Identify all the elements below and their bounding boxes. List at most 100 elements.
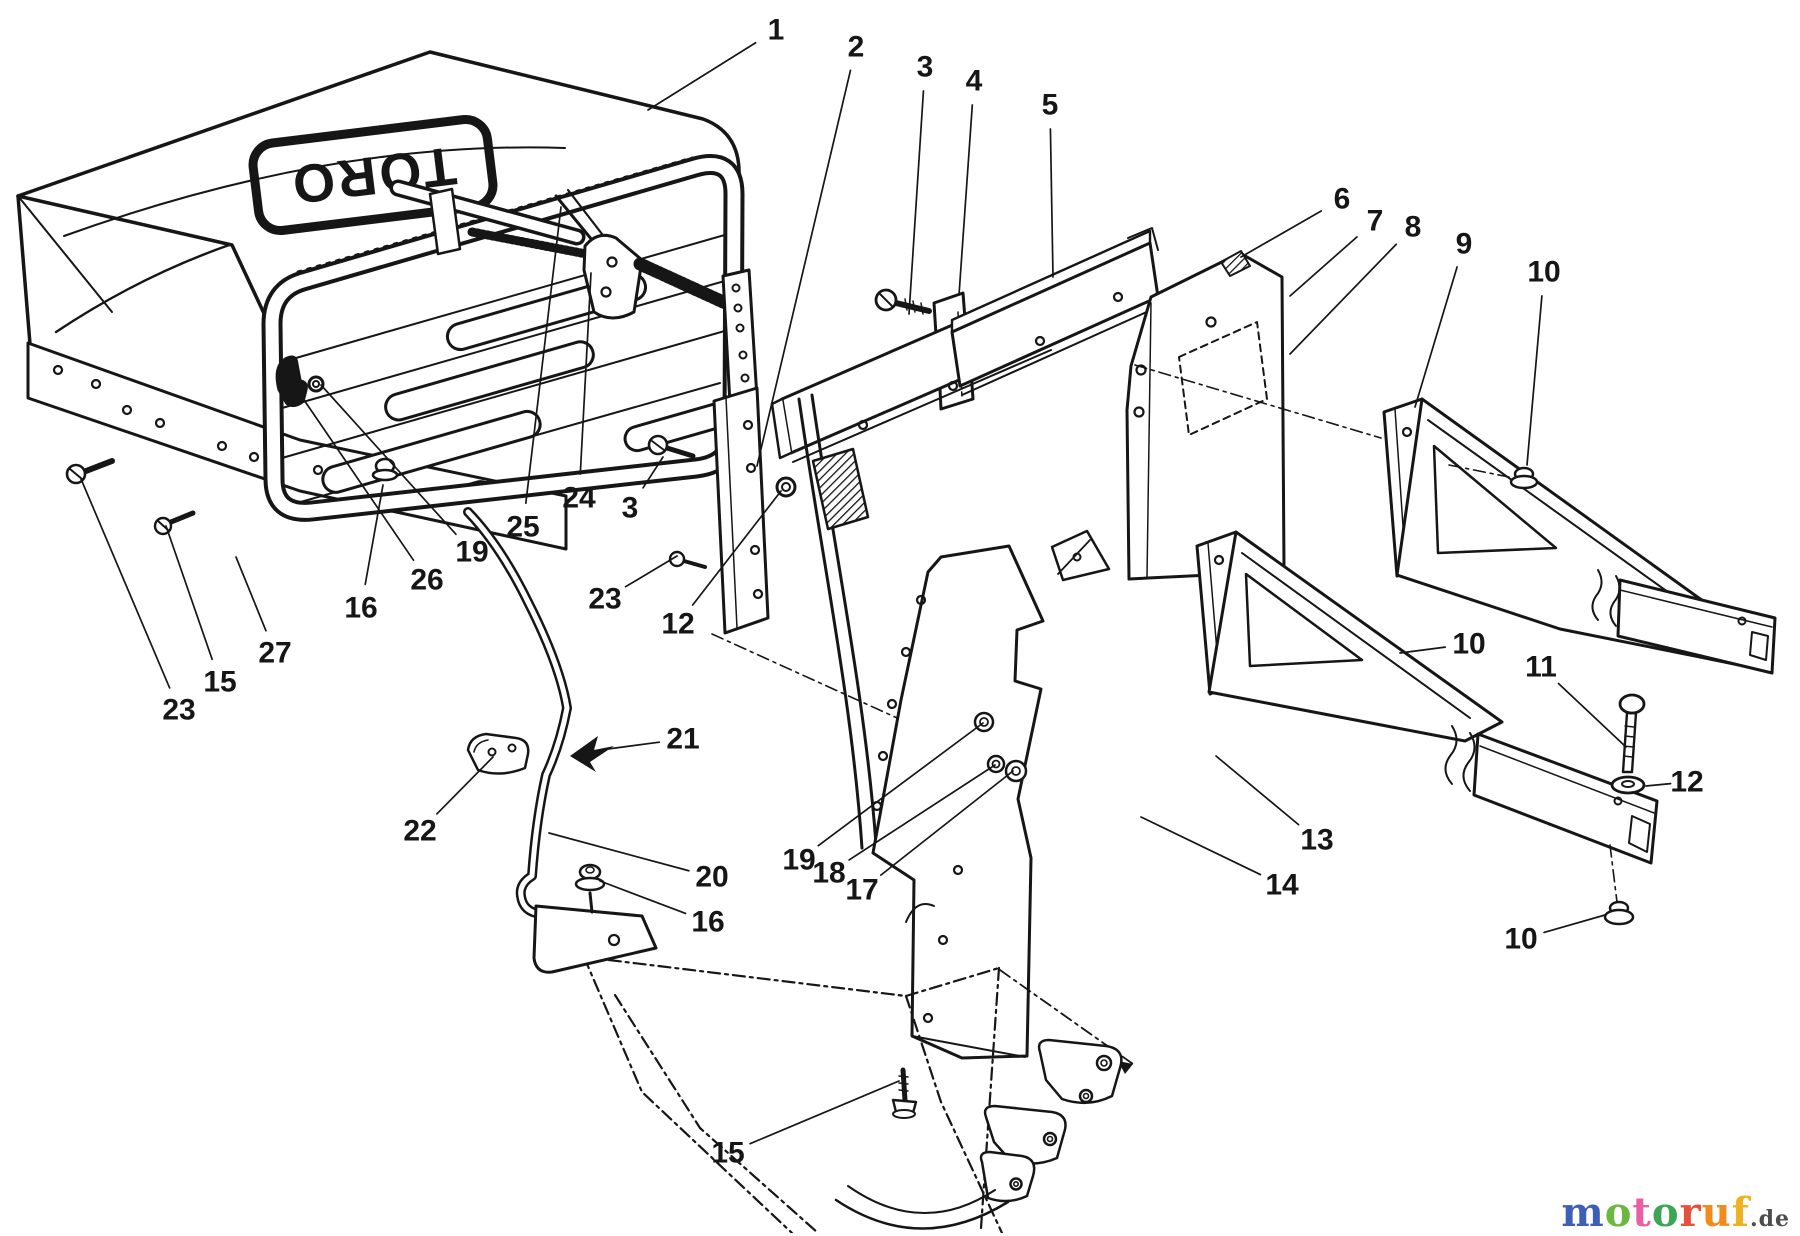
leader-line-12 bbox=[1645, 782, 1672, 787]
leader-line-4 bbox=[958, 104, 974, 296]
mount-bracket-2-holes bbox=[742, 419, 764, 600]
bracket9-tube-end bbox=[1749, 631, 1769, 661]
callout-10: 10 bbox=[1527, 256, 1560, 289]
bag-left-edge bbox=[16, 194, 32, 346]
aframe-arc-cutout bbox=[905, 903, 935, 923]
handle-tube-core bbox=[393, 183, 582, 242]
screw-23b bbox=[668, 550, 707, 569]
flange-nut-10c bbox=[1603, 900, 1635, 926]
callout-21: 21 bbox=[666, 723, 699, 756]
callout-10: 10 bbox=[1452, 628, 1485, 661]
leader-line-15 bbox=[165, 525, 213, 661]
align-line-bracket2-chute bbox=[711, 633, 907, 723]
callout-6: 6 bbox=[1334, 183, 1351, 216]
bracket13-break bbox=[1444, 725, 1476, 792]
frame-corner-bracket bbox=[721, 268, 759, 406]
callout-10: 10 bbox=[1504, 923, 1537, 956]
rod-clip-21 bbox=[570, 736, 614, 772]
support-channel-rear bbox=[950, 227, 1161, 396]
flange-bolt-15 bbox=[153, 510, 196, 536]
callout-26: 26 bbox=[410, 564, 443, 597]
watermark-letter: r bbox=[1679, 1189, 1702, 1236]
bracket13-tube bbox=[1472, 732, 1659, 865]
frame-seam-dots bbox=[296, 156, 694, 274]
callout-19: 19 bbox=[782, 844, 815, 877]
washer-12-hole bbox=[781, 482, 791, 492]
bracket22-hole-b bbox=[507, 743, 517, 753]
leader-line-25 bbox=[524, 206, 562, 505]
callout-13: 13 bbox=[1300, 824, 1333, 857]
rod-base-plate-hole bbox=[607, 933, 621, 947]
callout-9: 9 bbox=[1456, 228, 1473, 261]
leader-line-23 bbox=[624, 555, 678, 588]
align-line-nut10 bbox=[1448, 464, 1510, 478]
watermark-letter: o bbox=[1604, 1189, 1633, 1236]
rod-bracket-22 bbox=[466, 732, 530, 775]
bracket9-tube-edge bbox=[1619, 589, 1773, 628]
bag-frame-tube-inner bbox=[265, 158, 741, 518]
callout-3: 3 bbox=[917, 51, 934, 84]
flange-bolt-23 bbox=[65, 458, 115, 485]
nut-18-target bbox=[986, 754, 1006, 774]
callout-3: 3 bbox=[622, 492, 639, 525]
clamp-hole-b bbox=[600, 286, 612, 298]
callout-18: 18 bbox=[812, 857, 845, 890]
hitch-bracket-upper bbox=[1134, 364, 1777, 675]
mount-bracket-2 bbox=[712, 386, 770, 635]
callout-16: 16 bbox=[344, 592, 377, 625]
rod-base-plate bbox=[532, 904, 658, 974]
lower-chute-dashed bbox=[582, 955, 1004, 1233]
bracket13-tube-hole bbox=[1613, 796, 1623, 806]
callout-27: 27 bbox=[258, 637, 291, 670]
bracket9-tube-hole bbox=[1737, 616, 1747, 626]
flange-locknut-16b bbox=[574, 863, 606, 892]
aframe-bottom-fold bbox=[911, 1035, 1026, 1058]
rear-panel-edge bbox=[1146, 302, 1152, 578]
rear-panel-holes bbox=[1133, 316, 1217, 418]
watermark-letter: f bbox=[1731, 1189, 1750, 1236]
watermark-motoruf: motoruf.de bbox=[1561, 1193, 1790, 1233]
bag-top-crease bbox=[63, 146, 566, 237]
panel-dashed-window bbox=[1178, 321, 1268, 436]
leader-line-16 bbox=[599, 880, 687, 915]
support-bar-left bbox=[554, 194, 594, 242]
chute-assembly bbox=[582, 393, 1134, 1233]
bracket9-tube bbox=[1616, 578, 1777, 675]
leader-line-7 bbox=[1289, 236, 1358, 297]
mount-bracket-2-fold bbox=[725, 397, 738, 629]
callout-19: 19 bbox=[455, 536, 488, 569]
callout-4: 4 bbox=[966, 65, 983, 98]
hinge-tabs bbox=[979, 1038, 1123, 1203]
callout-25: 25 bbox=[506, 511, 539, 544]
rod-20-outline bbox=[463, 507, 572, 919]
washer-12b bbox=[1610, 775, 1646, 795]
corner-bracket-holes bbox=[731, 283, 750, 383]
callout-8: 8 bbox=[1405, 211, 1422, 244]
leader-line-17 bbox=[879, 770, 1014, 876]
callout-5: 5 bbox=[1042, 89, 1059, 122]
nut-19-target bbox=[973, 711, 995, 733]
leader-line-9 bbox=[1414, 266, 1458, 408]
leader-line-11 bbox=[1557, 682, 1627, 748]
watermark-letter: u bbox=[1701, 1189, 1732, 1236]
bracket9-hole-a bbox=[1401, 426, 1413, 438]
callout-2: 2 bbox=[848, 31, 865, 64]
leader-line-18 bbox=[848, 764, 996, 861]
leader-line-20 bbox=[548, 832, 690, 872]
callout-7: 7 bbox=[1367, 205, 1384, 238]
leader-line-19 bbox=[320, 384, 457, 536]
clamp-hole-a bbox=[606, 256, 618, 268]
leader-line-14 bbox=[1140, 816, 1262, 876]
bolt-3 bbox=[874, 288, 932, 315]
panel-foot-left-rib bbox=[1057, 539, 1091, 575]
clip-washer bbox=[307, 375, 325, 393]
aframe-plate bbox=[871, 544, 1045, 1060]
leader-line-3 bbox=[908, 90, 925, 315]
callout-12: 12 bbox=[1670, 766, 1703, 799]
screw-3b bbox=[647, 434, 696, 459]
leader-line-5 bbox=[1049, 128, 1054, 278]
bracket22-hole-a bbox=[487, 747, 497, 757]
leader-line-13 bbox=[1215, 755, 1300, 826]
leader-line-27 bbox=[235, 556, 267, 632]
